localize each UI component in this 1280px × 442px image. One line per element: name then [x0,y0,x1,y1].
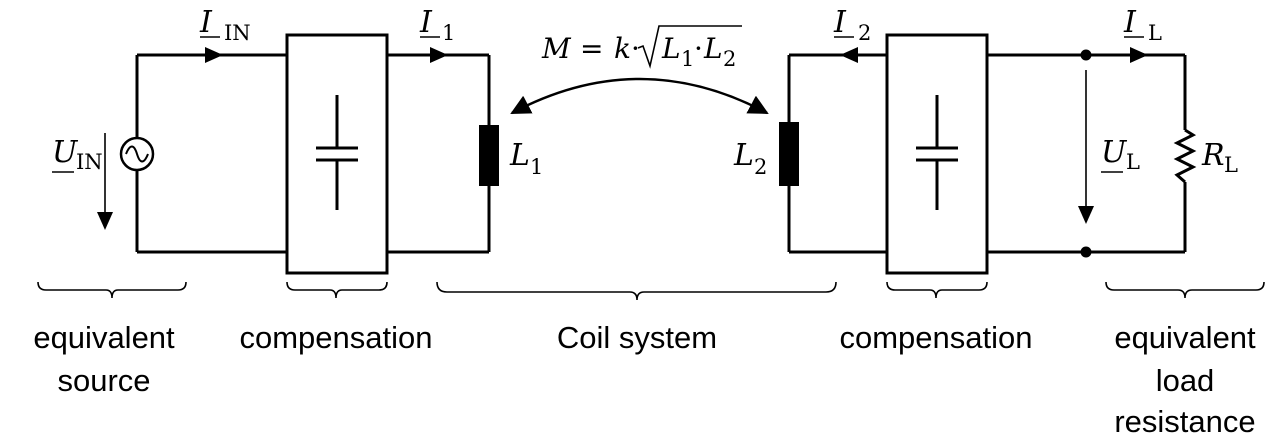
resistor-rl-icon [1173,128,1197,184]
brace-equivalent-load [1105,281,1265,299]
svg-text:load: load [1156,363,1215,398]
svg-text:IN: IN [76,150,103,174]
label-r-l: R L [1201,138,1238,177]
svg-text:I: I [199,5,213,40]
svg-text:I: I [833,5,847,40]
current-arrow-i-2-icon [840,47,858,63]
svg-text:1: 1 [681,47,694,71]
svg-text:L: L [733,138,754,173]
svg-text:L: L [661,32,681,65]
svg-text:I: I [1123,5,1137,40]
svg-text:U: U [1101,135,1128,170]
label-i-l: I L [1123,5,1162,45]
label-i-2: I 2 [833,5,871,45]
capacitor-primary-icon [316,95,358,210]
voltage-arrow-u-l-icon [1078,70,1094,224]
caption-compensation-secondary: compensation [839,320,1032,355]
current-arrow-i-in-icon [205,47,223,63]
label-u-in: U IN [52,135,103,174]
label-i-in: I IN [199,5,251,45]
svg-text:=: = [580,32,603,65]
svg-text:L: L [1148,21,1162,45]
brace-compensation-primary [286,281,388,299]
compensation-box-primary [285,33,389,275]
label-u-l: U L [1101,135,1140,174]
svg-text:I: I [419,5,433,40]
svg-text:2: 2 [723,47,736,71]
svg-text:source: source [57,363,150,398]
voltage-arrow-u-in-icon [97,133,113,230]
label-i-1: I 1 [419,5,455,45]
svg-text:M: M [541,32,572,65]
coil-l1-icon [479,125,499,186]
compensation-box-secondary [885,33,989,275]
svg-text:U: U [52,135,79,170]
caption-compensation-primary: compensation [239,320,432,355]
svg-text:L: L [703,32,723,65]
svg-text:·: · [694,32,703,65]
brace-equivalent-source [37,281,187,299]
svg-text:R: R [1201,138,1225,173]
caption-equivalent-load: equivalent load resistance [1114,320,1256,439]
label-l-1: L 1 [509,138,543,179]
svg-text:L: L [1126,150,1140,174]
junction-dot-bottom [1080,246,1092,258]
coil-l2-icon [779,122,799,186]
brace-compensation-secondary [886,281,988,299]
svg-text:1: 1 [530,155,543,179]
svg-text:2: 2 [754,155,767,179]
brace-coil-system [436,281,837,301]
caption-equivalent-source: equivalent source [33,320,175,398]
svg-text:equivalent: equivalent [1114,320,1256,355]
svg-text:equivalent: equivalent [33,320,175,355]
junction-dot-top [1080,49,1092,61]
mutual-inductance-equation: M = k · L 1 · L 2 [541,25,742,71]
current-arrow-i-l-icon [1130,47,1148,63]
svg-text:resistance: resistance [1114,404,1255,439]
svg-text:2: 2 [858,21,871,45]
capacitor-secondary-icon [916,95,958,210]
svg-text:k: k [614,32,631,65]
svg-text:L: L [1224,153,1238,177]
mutual-coupling-arc-icon [510,77,769,115]
svg-text:L: L [509,138,530,173]
current-arrow-i-1-icon [430,47,448,63]
caption-coil-system: Coil system [557,320,717,355]
svg-text:1: 1 [442,21,455,45]
ac-source-icon [119,136,155,172]
label-l-2: L 2 [733,138,767,179]
svg-text:·: · [631,32,640,65]
svg-text:IN: IN [224,21,251,45]
